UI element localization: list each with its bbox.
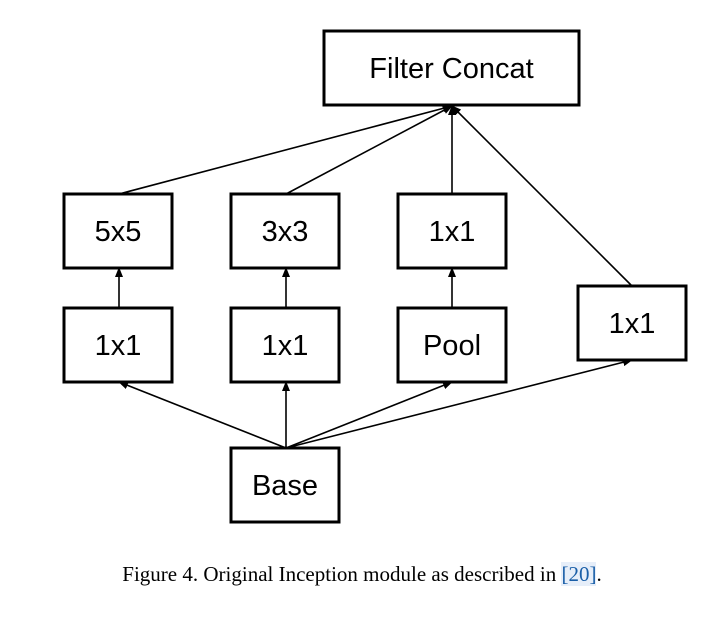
caption-text: Figure 4. Original Inception module as d… — [122, 562, 562, 586]
node-label-conv1x1-top: 1x1 — [429, 216, 476, 248]
node-label-reduce1x1-b: 1x1 — [262, 330, 309, 362]
arrow-base-to-conv1x1-right — [285, 358, 633, 449]
node-label-filter-concat: Filter Concat — [369, 53, 533, 85]
node-label-conv1x1-right: 1x1 — [609, 308, 656, 340]
citation-link[interactable]: [20] — [561, 562, 597, 586]
arrow-base-to-pool — [285, 381, 453, 449]
node-pool: Pool — [396, 306, 508, 384]
arrow-conv3x3-to-filter-concat — [285, 105, 453, 195]
node-label-reduce1x1-a: 1x1 — [95, 330, 142, 362]
node-conv1x1-top: 1x1 — [396, 192, 508, 270]
node-reduce1x1-b: 1x1 — [229, 306, 341, 384]
node-box-filter-concat — [322, 29, 581, 107]
caption-end: . — [596, 562, 602, 586]
node-label-conv3x3: 3x3 — [262, 216, 309, 248]
node-box-reduce1x1-a — [62, 306, 174, 384]
node-label-conv5x5: 5x5 — [95, 216, 142, 248]
arrow-conv1x1-right-to-filter-concat — [451, 105, 633, 287]
arrow-base-to-reduce1x1-a — [118, 381, 287, 449]
node-box-conv3x3 — [229, 192, 341, 270]
node-base: Base — [229, 446, 341, 524]
arrow-conv5x5-to-filter-concat — [118, 104, 453, 195]
node-conv1x1-right: 1x1 — [576, 284, 688, 362]
node-box-conv1x1-right — [576, 284, 688, 362]
node-box-base — [229, 446, 341, 524]
node-box-conv1x1-top — [396, 192, 508, 270]
node-reduce1x1-a: 1x1 — [62, 306, 174, 384]
node-label-base: Base — [252, 470, 318, 502]
node-box-reduce1x1-b — [229, 306, 341, 384]
node-conv5x5: 5x5 — [62, 192, 174, 270]
node-filter-concat: Filter Concat — [322, 29, 581, 107]
node-box-pool — [396, 306, 508, 384]
node-conv3x3: 3x3 — [229, 192, 341, 270]
figure-caption: Figure 4. Original Inception module as d… — [0, 562, 724, 587]
node-box-conv5x5 — [62, 192, 174, 270]
node-label-pool: Pool — [423, 330, 481, 362]
